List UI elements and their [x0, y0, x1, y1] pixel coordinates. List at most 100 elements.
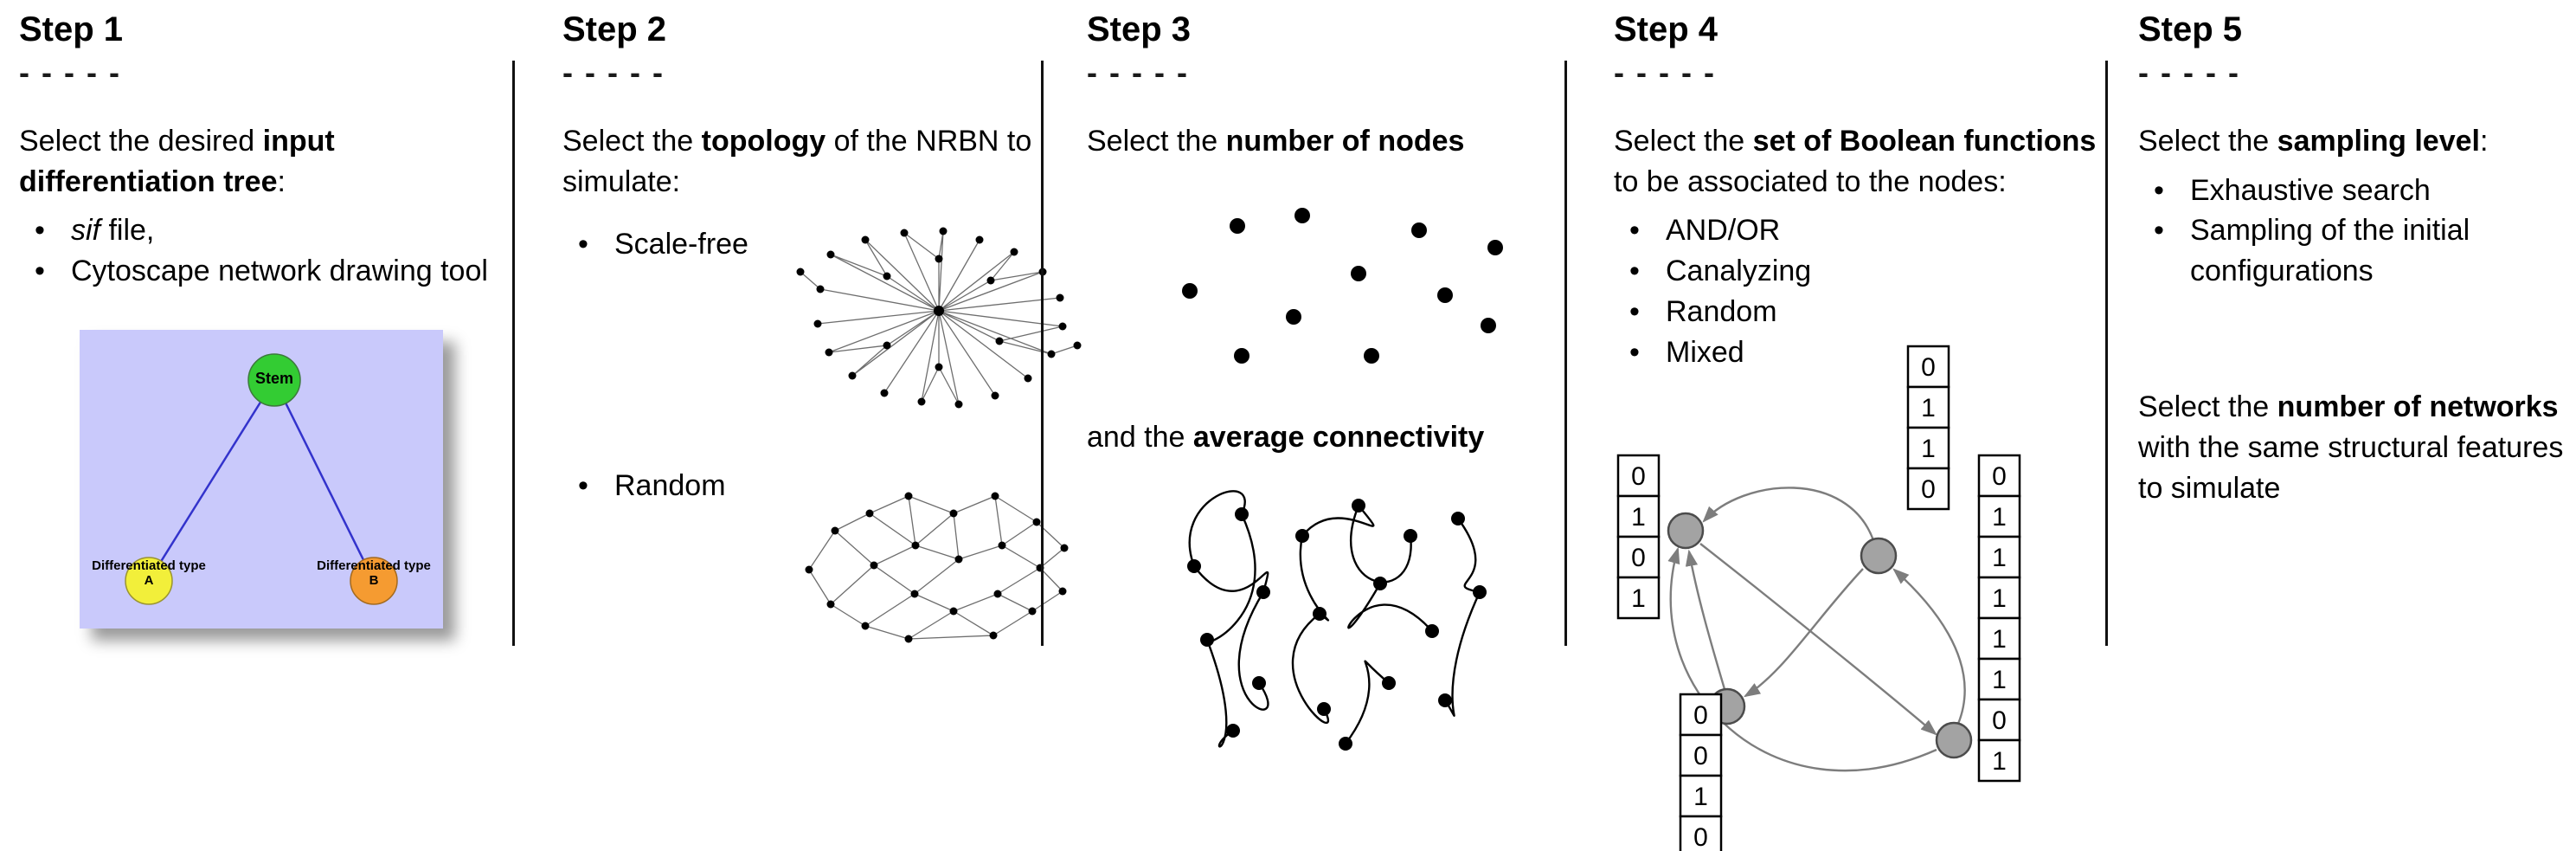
bullet-random-functions: Random: [1614, 292, 2098, 332]
connectivity-tangle-figure: [1187, 490, 1487, 751]
boolean-network-figure: 0 1 0 1 0 1 1 0 0 1 1 1 1 1 0 1: [1616, 345, 2021, 851]
network-node: [1667, 512, 1705, 550]
type-b-node: [350, 557, 398, 605]
step-5-second-pre: Select the: [2138, 390, 2277, 424]
step-1-intro-bold: input differentiation tree: [19, 124, 335, 198]
step-3-second: and the average connectivity: [1087, 417, 1561, 458]
step-3-dashes: - - - - -: [1087, 55, 1189, 90]
step-4-title: Step 4: [1614, 10, 1718, 48]
step-2-intro: Select the topology of the NRBN to simul…: [562, 121, 1037, 203]
scale-free-row: Scale-free: [562, 224, 1082, 428]
step-3-second-pre: and the: [1087, 420, 1193, 454]
differentiation-tree-figure: Stem Differentiated type A Differentiate…: [80, 330, 443, 629]
random-edges: [808, 495, 1065, 641]
svg-text:1: 1: [1631, 503, 1646, 532]
bullet-sif-file: sif file,: [19, 210, 508, 251]
step-2-intro-pre: Select the: [562, 124, 702, 158]
step-4-bullet-list: AND/OR Canalyzing Random Mixed: [1614, 210, 2098, 373]
step-5-intro: Select the sampling level:: [2138, 121, 2566, 162]
svg-text:1: 1: [1992, 503, 2007, 532]
step-4-intro-bold: set of Boolean functions: [1752, 124, 2097, 158]
type-a-node: [125, 557, 173, 605]
divider-3: [1564, 61, 1567, 646]
step-3-column: Step 3 - - - - - Select the number of no…: [1087, 10, 1561, 765]
svg-text:0: 0: [1693, 823, 1708, 851]
step-3-intro-bold: number of nodes: [1225, 124, 1465, 158]
divider-1: [512, 61, 515, 646]
svg-text:0: 0: [1631, 462, 1646, 491]
network-node: [1860, 537, 1898, 575]
random-network-figure: [805, 492, 1069, 643]
svg-text:0: 0: [1921, 475, 1936, 504]
type-a-node-label: Differentiated type A: [92, 558, 206, 589]
svg-text:1: 1: [1921, 435, 1936, 463]
step-4-dashes: - - - - -: [1614, 55, 1716, 90]
step-5-column: Step 5 - - - - - Select the sampling lev…: [2138, 10, 2566, 518]
step-3-intro-pre: Select the: [1087, 124, 1226, 158]
svg-text:0: 0: [1693, 701, 1708, 730]
dependency-arrows: [1667, 487, 1966, 772]
svg-text:1: 1: [1992, 747, 2007, 776]
step-1-title: Step 1: [19, 10, 124, 48]
bullet-canalyzing: Canalyzing: [1614, 251, 2098, 292]
bullet-scale-free: Scale-free: [562, 224, 787, 265]
step-1-intro-pre: Select the desired: [19, 124, 263, 158]
step-1-intro-post: :: [277, 164, 286, 198]
truth-table-left: 0 1 0 1: [1616, 454, 1661, 620]
step-5-intro-post: :: [2479, 124, 2489, 158]
differentiation-tree-svg: [80, 330, 443, 629]
step-3-second-bold: average connectivity: [1192, 420, 1485, 454]
step-2-intro-post: of the NRBN to simulate:: [562, 124, 1032, 198]
svg-text:0: 0: [1992, 462, 2007, 491]
bullet-exhaustive-search: Exhaustive search: [2138, 171, 2566, 211]
tree-edges: [147, 379, 376, 582]
svg-text:1: 1: [1992, 625, 2007, 654]
step-1-intro: Select the desired input differentiation…: [19, 121, 508, 203]
step-5-second-bold: number of networks: [2277, 390, 2559, 424]
step-5-bullet-list: Exhaustive search Sampling of the initia…: [2138, 171, 2566, 293]
svg-text:0: 0: [1631, 544, 1646, 572]
nodes-scatter-figure: [1182, 207, 1503, 364]
step-1-bullet-list: sif file, Cytoscape network drawing tool: [19, 210, 508, 292]
svg-text:1: 1: [1992, 666, 2007, 694]
random-nodes: [805, 492, 1069, 643]
truth-table-bottom: 0 0 1 0: [1679, 693, 1723, 851]
svg-text:0: 0: [1992, 706, 2007, 735]
step-3-intro: Select the number of nodes: [1087, 121, 1561, 162]
scale-free-nodes: [796, 227, 1082, 409]
type-b-node-label: Differentiated type B: [317, 558, 431, 589]
step-2-title: Step 2: [562, 10, 667, 48]
tangle-edges: [1188, 490, 1481, 748]
truth-table-right: 0 1 1 1 1 1 0 1: [1977, 454, 2021, 783]
step-5-intro-bold: sampling level: [2277, 124, 2480, 158]
bullet-random: Random: [562, 466, 787, 506]
stem-node: [247, 353, 301, 407]
step-2-intro-bold: topology: [701, 124, 826, 158]
svg-text:0: 0: [1921, 353, 1936, 382]
step-4-intro-post: to be associated to the nodes:: [1614, 164, 2007, 198]
sif-italic: sif: [71, 214, 100, 248]
step-1-column: Step 1 - - - - - Select the desired inpu…: [19, 10, 508, 629]
random-row: Random: [562, 466, 1069, 669]
scatter-dots: [1182, 207, 1503, 364]
stem-node-label: Stem: [254, 370, 293, 388]
svg-text:1: 1: [1992, 544, 2007, 572]
bullet-and-or: AND/OR: [1614, 210, 2098, 251]
sif-rest: file,: [100, 214, 155, 248]
step-5-dashes: - - - - -: [2138, 55, 2240, 90]
step-3-title: Step 3: [1087, 10, 1192, 48]
truth-table-top: 0 1 1 0: [1906, 345, 1950, 511]
svg-text:1: 1: [1631, 584, 1646, 613]
step-4-intro: Select the set of Boolean functions to b…: [1614, 121, 2098, 203]
step-4-intro-pre: Select the: [1614, 124, 1753, 158]
step-5-title: Step 5: [2138, 10, 2243, 48]
scale-free-network-figure: [796, 227, 1082, 409]
step-5-second: Select the number of networks with the s…: [2138, 387, 2566, 509]
bullet-cytoscape: Cytoscape network drawing tool: [19, 251, 508, 292]
step-5-second-post: with the same structural features to sim…: [2138, 431, 2564, 506]
svg-text:0: 0: [1693, 742, 1708, 770]
svg-text:1: 1: [1693, 783, 1708, 811]
scale-free-edges: [800, 231, 1078, 405]
bullet-mixed: Mixed: [1614, 332, 2098, 373]
